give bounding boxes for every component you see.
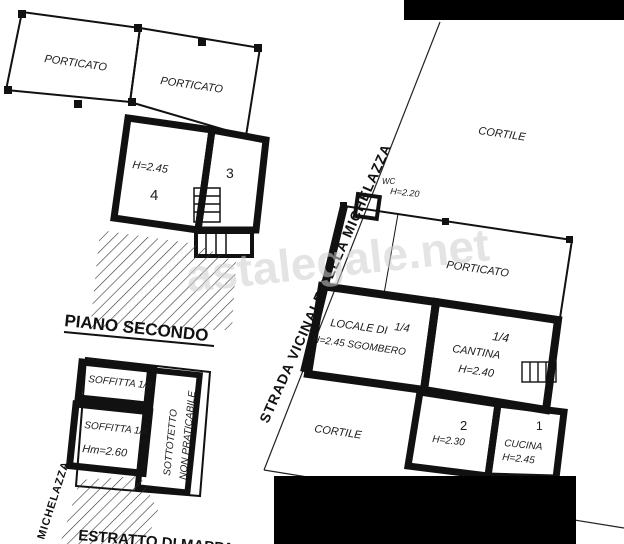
cellar-fraction-label: 1/4: [492, 329, 511, 345]
attic-room-1: [74, 358, 158, 410]
courtyard-bottom-label: CORTILE: [314, 423, 363, 442]
road-edge-line: [263, 21, 441, 471]
attic-outline: [74, 356, 212, 498]
cellar-height-label: H=2.40: [458, 363, 496, 380]
attic-2-label: SOFFITTA 1/4: [84, 420, 149, 438]
cellar-stair-symbol: [521, 361, 557, 383]
wc-label: WC: [382, 177, 396, 186]
cellar-label: CANTINA: [452, 343, 501, 362]
storage-fraction-label: 1/4: [394, 321, 411, 335]
hatched-area-top: [90, 230, 236, 330]
room-4-height-label: H=2.45: [132, 159, 170, 176]
kitchen-number: 1: [536, 419, 543, 433]
courtyard-top-label: CORTILE: [478, 125, 527, 144]
hatched-area-bottom: [60, 476, 158, 544]
attic-2-height-label: Hm=2.60: [82, 443, 129, 460]
porch-left-label: PORTICATO: [44, 53, 108, 74]
room-2-walls: [403, 388, 502, 480]
kitchen-label: CUCINA: [504, 438, 544, 453]
room-4-number: 4: [150, 187, 158, 204]
wc-room: [352, 191, 383, 222]
redaction-box-top: [404, 0, 624, 20]
floor-title-underline: [63, 331, 215, 347]
attic-1-label: SOFFITTA 1/4: [88, 374, 153, 392]
room-3-number: 3: [226, 165, 234, 181]
attic-plan: SOFFITTA 1/4 SOFFITTA 1/4 Hm=2.60 SOTTOT…: [35, 356, 235, 544]
extract-fragment-label: ESTRATTO DI MAPPA: [78, 527, 235, 544]
wc-height-label: H=2.20: [390, 186, 420, 199]
attic-room-2: [65, 400, 154, 478]
storage-label-line2: H=2.45 SGOMBERO: [312, 334, 407, 358]
storage-label-line1: LOCALE DI: [330, 317, 389, 337]
attic-unusable-label-1: SOTTOTETTO: [162, 408, 180, 476]
kitchen-height-label: H=2.45: [502, 452, 536, 466]
porch-right-label: PORTICATO: [160, 75, 224, 96]
attic-unusable-room: [134, 366, 204, 496]
room-2-height-label: H=2.30: [432, 434, 466, 448]
room-2-number: 2: [460, 418, 467, 433]
redaction-box-bottom: [274, 476, 576, 544]
